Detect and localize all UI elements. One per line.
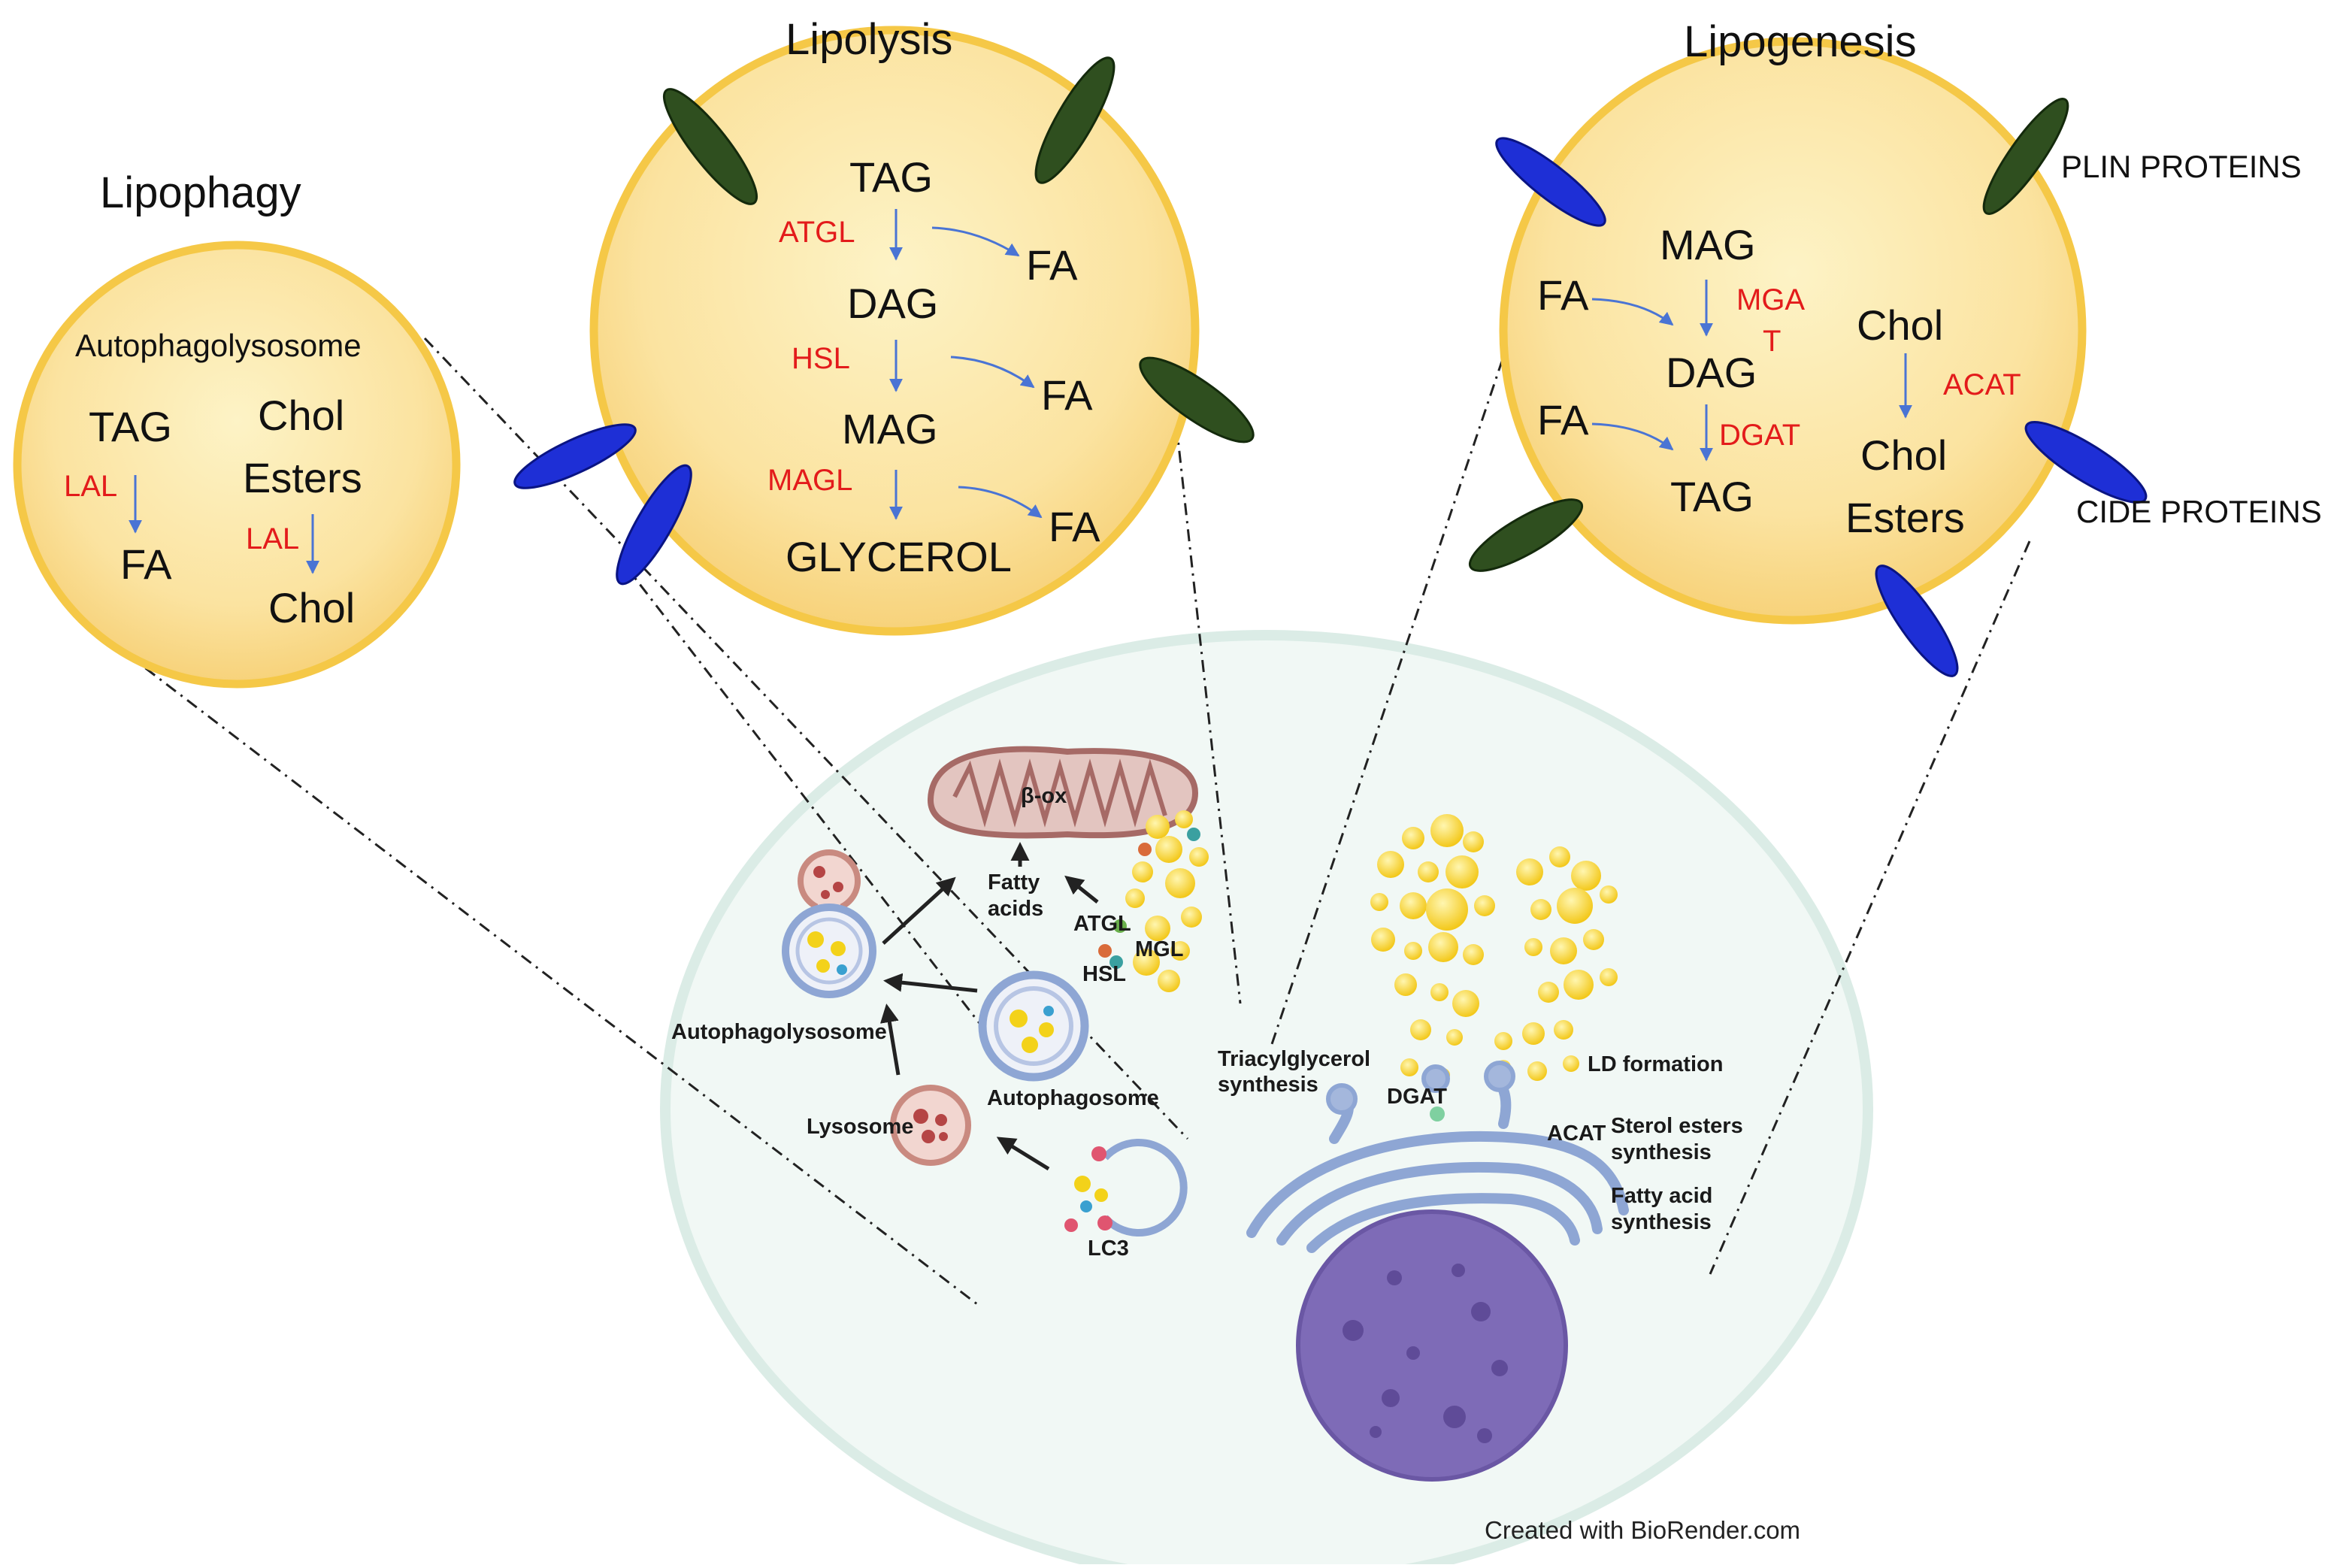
autophagosome-structure bbox=[978, 970, 1089, 1082]
lc3-cell-label: LC3 bbox=[1088, 1237, 1129, 1261]
mgat-enzyme-b: T bbox=[1763, 325, 1781, 358]
arrow-fa-in-1 bbox=[1591, 298, 1674, 326]
fa-label-1: FA bbox=[1537, 271, 1589, 319]
plin-proteins bbox=[663, 56, 2069, 572]
dag-label: DAG bbox=[1666, 349, 1757, 396]
arrow-autophagolysosome-mito bbox=[882, 876, 956, 945]
dgat-cell-label: DGAT bbox=[1387, 1085, 1447, 1109]
cell bbox=[660, 630, 1873, 1568]
magl-enzyme: MAGL bbox=[767, 464, 852, 497]
mitochondrion: β-ox bbox=[927, 746, 1199, 839]
autophagolysosome-label: Autophagolysosome bbox=[75, 328, 362, 363]
fa-label-2: FA bbox=[1537, 396, 1589, 443]
tag-label: TAG bbox=[1670, 473, 1754, 520]
arrow-enzymes-mito bbox=[1064, 875, 1099, 904]
lipophagy-title: Lipophagy bbox=[100, 168, 301, 217]
mgl-cell-label: MGL bbox=[1135, 937, 1183, 961]
arrow-lysosome-fusion bbox=[879, 1003, 901, 1076]
cide-protein bbox=[2024, 421, 2148, 504]
fatty-label: Fatty bbox=[988, 870, 1040, 894]
plin-protein bbox=[1034, 56, 1116, 184]
arrow-to-fa-3 bbox=[958, 486, 1043, 519]
autophagolysosome-cell-label: Autophagolysosome bbox=[671, 1020, 887, 1044]
acat-enzyme: ACAT bbox=[1943, 368, 2021, 401]
arrow-to-fa-2 bbox=[950, 356, 1035, 389]
plin-protein bbox=[663, 88, 758, 205]
lysosome-structure bbox=[890, 1085, 971, 1166]
cide-protein bbox=[513, 423, 637, 489]
nucleus bbox=[1296, 1209, 1568, 1482]
er-buds bbox=[1326, 1061, 1515, 1115]
plin-protein bbox=[1982, 98, 2069, 215]
lipophagy-droplet bbox=[13, 241, 461, 689]
fa-label: FA bbox=[120, 540, 172, 588]
lipogenesis-panel: Lipogenesis MAG FA MGA T DAG FA DGAT TAG… bbox=[1499, 17, 2087, 625]
autophagosome-cell-label: Autophagosome bbox=[987, 1086, 1159, 1110]
cide-proteins-label: CIDE PROTEINS bbox=[2076, 494, 2322, 529]
ld-cluster-small bbox=[1125, 810, 1209, 992]
hsl-enzyme: HSL bbox=[792, 342, 850, 375]
chol-ester-label: Chol bbox=[1860, 431, 1947, 479]
lipophagy-panel: Lipophagy Autophagolysosome TAG LAL FA C… bbox=[13, 168, 461, 689]
lal-enzyme-2: LAL bbox=[246, 522, 299, 555]
arrow-autophagosome-fusion bbox=[883, 973, 978, 993]
sterol-label-2: synthesis bbox=[1611, 1140, 1712, 1164]
tag-label: TAG bbox=[849, 153, 933, 201]
glycerol-label: GLYCEROL bbox=[786, 533, 1012, 580]
hsl-cell-label: HSL bbox=[1082, 962, 1126, 986]
sterol-label-1: Sterol esters bbox=[1611, 1114, 1743, 1138]
lipase-enzymes bbox=[1098, 828, 1200, 969]
arrow-to-fa-1 bbox=[931, 226, 1020, 257]
fa-synth-label-1: Fatty acid bbox=[1611, 1184, 1712, 1208]
fa-label-3: FA bbox=[1049, 503, 1100, 550]
plin-protein bbox=[1139, 356, 1255, 443]
dag-label: DAG bbox=[847, 280, 938, 327]
arrow-fa-in-2 bbox=[1591, 422, 1674, 451]
fa-label-2: FA bbox=[1041, 371, 1093, 419]
chol-label: Chol bbox=[258, 392, 344, 439]
cell-body bbox=[660, 630, 1873, 1568]
esters-label: Esters bbox=[243, 454, 362, 501]
atgl-enzyme: ATGL bbox=[779, 216, 855, 249]
autophagolysosome-structure bbox=[782, 849, 876, 998]
arrow-lc3-autophagosome bbox=[996, 1137, 1050, 1171]
chol-product-label: Chol bbox=[268, 584, 355, 631]
biorender-credit: Created with BioRender.com bbox=[1485, 1516, 1800, 1544]
mag-label: MAG bbox=[1660, 221, 1756, 268]
endoplasmic-reticulum bbox=[1246, 1077, 1629, 1253]
cide-protein bbox=[1495, 137, 1606, 227]
fa-synth-label-2: synthesis bbox=[1611, 1210, 1712, 1234]
ld-cluster-large bbox=[1370, 814, 1618, 1082]
fa-label-1: FA bbox=[1026, 241, 1078, 289]
lal-enzyme-1: LAL bbox=[64, 470, 117, 503]
cide-protein bbox=[616, 464, 692, 586]
tag-label: TAG bbox=[89, 403, 172, 450]
lipogenesis-droplet bbox=[1499, 37, 2087, 625]
atgl-cell-label: ATGL bbox=[1073, 912, 1131, 936]
beta-ox-label: β-ox bbox=[1021, 784, 1067, 808]
cide-protein bbox=[1875, 565, 1959, 677]
lysosome-cell-label: Lysosome bbox=[807, 1115, 913, 1139]
dgat-enzyme-dot bbox=[1430, 1106, 1445, 1122]
plin-protein bbox=[1468, 498, 1584, 572]
lipogenesis-title: Lipogenesis bbox=[1684, 17, 1917, 66]
phagophore-structure bbox=[1064, 1139, 1188, 1237]
chol-label: Chol bbox=[1857, 301, 1943, 349]
tri-synth-label-2: synthesis bbox=[1218, 1073, 1318, 1097]
lipolysis-title: Lipolysis bbox=[786, 15, 952, 64]
acat-cell-label: ACAT bbox=[1547, 1122, 1606, 1146]
plin-proteins-label: PLIN PROTEINS bbox=[2061, 149, 2302, 184]
acids-label: acids bbox=[988, 897, 1043, 921]
mag-label: MAG bbox=[842, 405, 938, 453]
cide-proteins bbox=[513, 137, 2148, 677]
tri-synth-label-1: Triacylglycerol bbox=[1218, 1047, 1370, 1071]
dgat-enzyme: DGAT bbox=[1719, 419, 1800, 452]
mgat-enzyme-a: MGA bbox=[1736, 283, 1805, 316]
esters-label: Esters bbox=[1845, 494, 1965, 541]
ld-formation-label: LD formation bbox=[1588, 1052, 1723, 1076]
